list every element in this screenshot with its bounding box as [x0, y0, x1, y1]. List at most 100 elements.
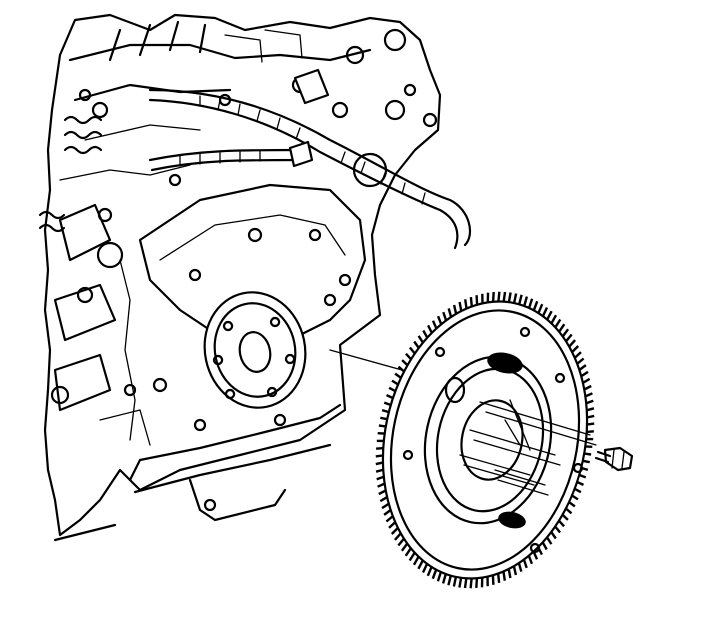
- gear-tooth: [427, 324, 433, 334]
- gear-tooth: [512, 565, 518, 576]
- gear-tooth: [585, 399, 594, 405]
- gear-tooth: [554, 318, 562, 329]
- gear-tooth: [576, 357, 585, 365]
- gear-tooth: [376, 446, 384, 450]
- gear-tooth: [377, 482, 386, 488]
- gear-tooth: [408, 551, 416, 562]
- gear-tooth: [475, 295, 479, 305]
- gear-tooth: [550, 531, 557, 540]
- gear-tooth: [491, 292, 495, 302]
- gear-tooth: [527, 298, 534, 309]
- gear-tooth: [502, 291, 507, 302]
- gear-tooth: [375, 454, 384, 458]
- gear-tooth: [386, 394, 394, 400]
- gear-tooth: [545, 536, 553, 545]
- gear-tooth: [388, 386, 396, 393]
- gear-tooth: [463, 578, 468, 589]
- gear-tooth: [404, 547, 412, 557]
- gear-tooth: [558, 519, 565, 528]
- gear-tooth: [397, 537, 405, 547]
- gear-tooth: [586, 414, 595, 419]
- gear-tooth: [385, 515, 394, 523]
- gear-tooth: [502, 571, 506, 581]
- gear-tooth: [464, 299, 468, 309]
- gear-tooth: [397, 365, 405, 373]
- gear-tooth: [546, 310, 553, 321]
- gear-tooth: [436, 315, 443, 325]
- flexplate-bolt: [594, 446, 634, 472]
- gear-tooth: [388, 521, 397, 529]
- gear-tooth: [400, 542, 409, 552]
- gear-tooth: [518, 294, 523, 305]
- gear-tooth: [537, 303, 544, 314]
- gear-tooth: [491, 575, 495, 585]
- gear-tooth: [469, 296, 473, 307]
- gear-tooth: [408, 346, 416, 355]
- gear-tooth: [527, 555, 534, 565]
- gear-tooth: [541, 541, 548, 551]
- gear-tooth: [422, 329, 429, 339]
- ring-gear-teeth: [375, 291, 595, 589]
- gear-tooth: [586, 430, 594, 434]
- gear-tooth: [417, 335, 425, 344]
- gear-tooth: [565, 507, 573, 515]
- gear-tooth: [431, 320, 438, 329]
- gear-tooth: [578, 473, 587, 479]
- gear-tooth: [426, 566, 433, 577]
- gear-tooth: [436, 571, 443, 582]
- gear-tooth: [584, 392, 593, 398]
- gear-tooth: [578, 364, 587, 371]
- gear-tooth: [550, 314, 558, 324]
- gear-tooth: [582, 377, 591, 384]
- gear-tooth: [584, 452, 592, 456]
- gear-tooth: [568, 339, 576, 348]
- gear-tooth: [532, 300, 539, 311]
- gear-tooth: [431, 569, 438, 580]
- flexplate: [375, 291, 597, 589]
- gear-tooth: [413, 340, 420, 349]
- gear-tooth: [394, 372, 402, 379]
- gear-tooth: [381, 502, 390, 510]
- gear-tooth: [383, 401, 392, 407]
- gear-tooth: [517, 562, 523, 572]
- gear-tooth: [580, 370, 589, 378]
- gear-tooth: [380, 416, 388, 421]
- gear-tooth: [574, 487, 582, 494]
- gear-tooth: [541, 306, 549, 317]
- gear-tooth: [576, 480, 584, 486]
- gear-tooth: [558, 323, 566, 333]
- gear-tooth: [391, 379, 399, 386]
- gear-tooth: [417, 559, 424, 570]
- gear-tooth: [561, 513, 569, 521]
- gear-tooth: [383, 509, 392, 516]
- gear-tooth: [507, 292, 512, 303]
- gear-tooth: [568, 501, 576, 508]
- gear-tooth: [573, 351, 582, 359]
- gear-tooth: [441, 573, 447, 584]
- gear-tooth: [497, 573, 501, 584]
- gear-tooth: [394, 532, 402, 541]
- gear-tooth: [582, 459, 590, 464]
- gear-tooth: [378, 489, 387, 496]
- gear-tooth: [512, 293, 518, 304]
- gear-tooth: [571, 345, 580, 353]
- gear-tooth: [522, 559, 528, 569]
- gear-tooth: [571, 494, 579, 501]
- gear-tooth: [442, 311, 448, 321]
- gear-tooth: [447, 308, 453, 318]
- gear-tooth: [405, 352, 412, 361]
- gear-tooth: [565, 333, 573, 343]
- gear-tooth: [475, 578, 479, 588]
- gear-tooth: [412, 556, 420, 566]
- gear-tooth: [378, 424, 386, 428]
- gear-tooth: [381, 408, 390, 414]
- gear-tooth: [375, 468, 384, 473]
- gear-tooth: [586, 422, 595, 426]
- crankshaft-flange: [203, 291, 307, 409]
- gear-tooth: [554, 525, 562, 534]
- gear-tooth: [458, 577, 463, 588]
- gear-tooth: [586, 407, 595, 412]
- gear-tooth: [421, 563, 429, 574]
- gear-tooth: [447, 575, 452, 586]
